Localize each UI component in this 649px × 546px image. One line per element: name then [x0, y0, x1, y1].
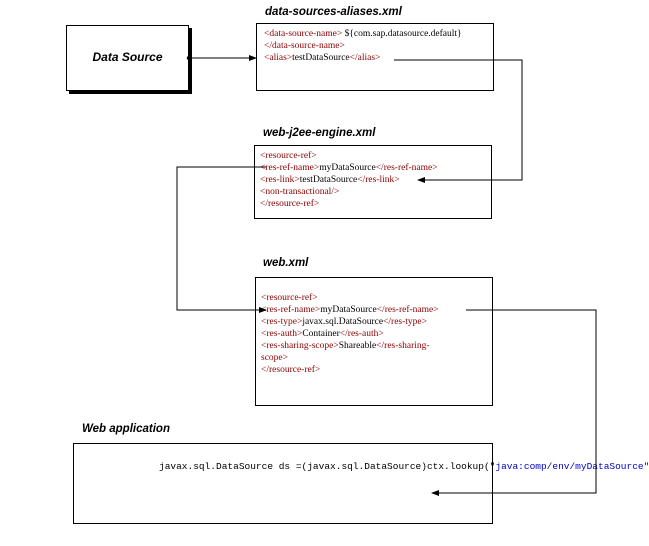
- xml-tag: <res-type>: [261, 317, 303, 327]
- code-line: <non-transactional/>: [260, 186, 438, 198]
- webapp-box: javax.sql.DataSource ds =(javax.sql.Data…: [73, 443, 649, 524]
- code-line: (javax.sql.DataSource): [302, 461, 427, 472]
- code-text: ${com.sap.datasource.default}: [342, 29, 462, 39]
- code-text: myDataSource: [319, 163, 376, 173]
- code-line: </data-source-name>: [264, 40, 462, 52]
- data-source-box: Data Source: [66, 25, 189, 91]
- string-literal: "java:comp/env/myDataSource": [489, 461, 649, 472]
- code-line: <resource-ref>: [261, 292, 439, 304]
- webxml-title: web.xml: [263, 257, 309, 269]
- aliases-box: <data-source-name> ${com.sap.datasource.…: [256, 23, 494, 91]
- code-text: testDataSource: [292, 53, 350, 63]
- code-line: javax.sql.DataSource ds =: [159, 461, 302, 472]
- xml-tag: <res-ref-name>: [260, 163, 320, 173]
- xml-tag: <res-link>: [260, 175, 300, 185]
- code-line: <alias>testDataSource</alias>: [264, 52, 462, 64]
- xml-tag: </res-link>: [357, 175, 400, 185]
- webapp-title: Web application: [82, 423, 170, 435]
- xml-tag: <data-source-name>: [264, 29, 343, 39]
- xml-tag: <resource-ref>: [260, 151, 317, 161]
- data-source-label: Data Source: [92, 50, 163, 64]
- code-line: ctx.lookup("java:comp/env/myDataSource")…: [427, 461, 649, 472]
- engine-box: <resource-ref> <res-ref-name>myDataSourc…: [254, 145, 492, 219]
- engine-code: <resource-ref> <res-ref-name>myDataSourc…: [260, 150, 438, 210]
- code-text: ctx.lookup(: [426, 461, 490, 472]
- xml-tag: </alias>: [349, 53, 381, 63]
- code-line: <res-sharing-scope>Shareable</res-sharin…: [261, 340, 439, 352]
- xml-tag: scope>: [261, 353, 288, 363]
- code-line: <res-link>testDataSource</res-link>: [260, 174, 438, 186]
- xml-tag: <res-ref-name>: [261, 305, 321, 315]
- webapp-code: javax.sql.DataSource ds =(javax.sql.Data…: [159, 461, 649, 473]
- code-line: </resource-ref>: [261, 364, 439, 376]
- code-line: <res-ref-name>myDataSource</res-ref-name…: [260, 162, 438, 174]
- xml-tag: </resource-ref>: [261, 365, 321, 375]
- connector-engine-webxml: [176, 166, 267, 313]
- xml-tag: </res-sharing-: [376, 341, 430, 351]
- xml-tag: <resource-ref>: [261, 293, 318, 303]
- webxml-box: <resource-ref> <res-ref-name>myDataSourc…: [255, 277, 493, 406]
- xml-tag: <res-auth>: [261, 329, 303, 339]
- code-line: scope>: [261, 352, 439, 364]
- xml-tag: </res-type>: [383, 317, 427, 327]
- aliases-code: <data-source-name> ${com.sap.datasource.…: [264, 28, 462, 64]
- code-line: <res-type>javax.sql.DataSource</res-type…: [261, 316, 439, 328]
- xml-tag: </resource-ref>: [260, 199, 320, 209]
- code-line: <res-ref-name>myDataSource</res-ref-name…: [261, 304, 439, 316]
- code-line: <data-source-name> ${com.sap.datasource.…: [264, 28, 462, 40]
- engine-title: web-j2ee-engine.xml: [263, 127, 376, 139]
- code-text: Shareable: [338, 341, 377, 351]
- code-text: (javax.sql.DataSource): [301, 461, 427, 472]
- code-line: <resource-ref>: [260, 150, 438, 162]
- code-text: javax.sql.DataSource ds =: [159, 461, 302, 472]
- code-text: javax.sql.DataSource: [302, 317, 384, 327]
- xml-tag: <non-transactional/>: [260, 187, 340, 197]
- code-line: <res-auth>Container</res-auth>: [261, 328, 439, 340]
- code-text: testDataSource: [299, 175, 358, 185]
- xml-tag: <alias>: [264, 53, 293, 63]
- code-text: Container: [302, 329, 340, 339]
- xml-tag: </data-source-name>: [264, 41, 345, 51]
- code-text: myDataSource: [320, 305, 377, 315]
- xml-tag: </res-ref-name>: [375, 163, 438, 173]
- aliases-title: data-sources-aliases.xml: [265, 6, 402, 18]
- code-line: </resource-ref>: [260, 198, 438, 210]
- webxml-code: <resource-ref> <res-ref-name>myDataSourc…: [261, 292, 439, 376]
- xml-tag: </res-auth>: [339, 329, 384, 339]
- xml-tag: </res-ref-name>: [376, 305, 439, 315]
- xml-tag: <res-sharing-scope>: [261, 341, 339, 351]
